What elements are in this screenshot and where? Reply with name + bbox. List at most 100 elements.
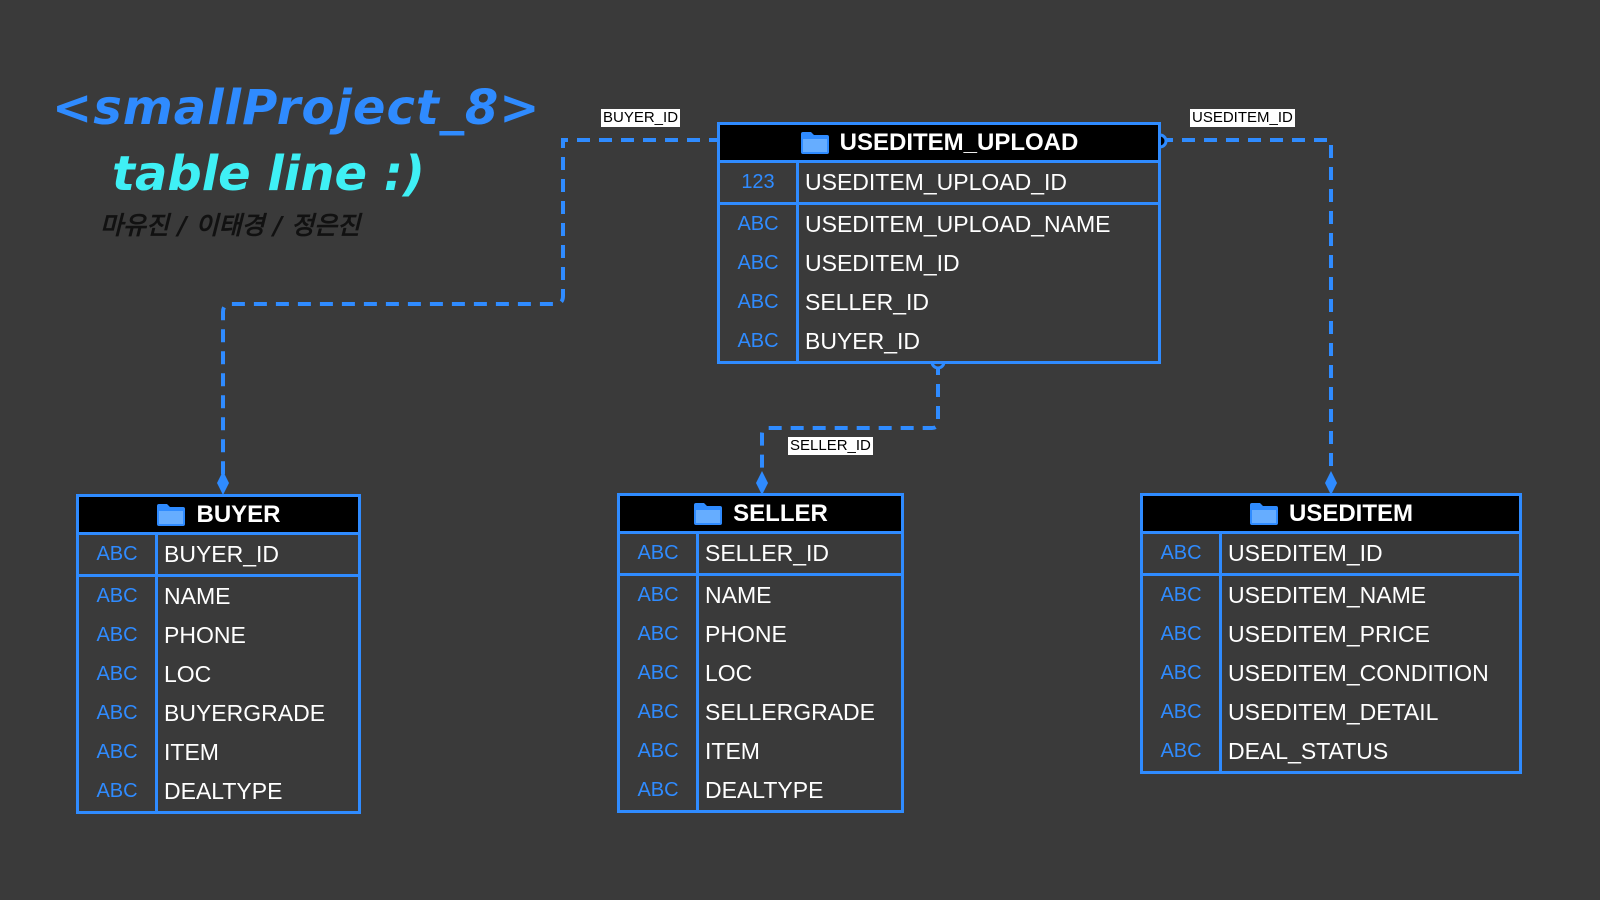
column-type: ABC <box>637 662 679 684</box>
folder-icon <box>156 503 186 527</box>
column-type: ABC <box>637 623 679 645</box>
edge-label-seller-id: SELLER_ID <box>788 437 873 455</box>
table-row[interactable]: ABC DEALTYPE <box>620 771 901 810</box>
column-name: ITEM <box>164 739 219 765</box>
column-name: USEDITEM_ID <box>1228 540 1383 566</box>
column-name: LOC <box>705 660 753 686</box>
column-divider <box>796 163 799 361</box>
column-type: ABC <box>96 585 138 607</box>
seller-relation-line <box>760 362 940 476</box>
project-subtitle: table line :) <box>112 146 425 202</box>
column-name: BUYER_ID <box>164 541 280 567</box>
table-row[interactable]: ABC USEDITEM_ID <box>720 244 1158 283</box>
column-type: ABC <box>96 624 138 646</box>
table-name: SELLER <box>733 499 828 527</box>
column-type: 123 <box>741 171 775 193</box>
column-name: SELLER_ID <box>705 540 830 566</box>
folder-icon <box>800 131 830 155</box>
column-type: ABC <box>1160 662 1202 684</box>
column-type: ABC <box>637 701 679 723</box>
column-name: USEDITEM_PRICE <box>1228 621 1430 647</box>
column-name: PHONE <box>705 621 787 647</box>
column-type: ABC <box>96 543 138 565</box>
column-name: BUYER_ID <box>805 328 921 354</box>
table-row[interactable]: ABC ITEM <box>620 732 901 771</box>
column-name: BUYERGRADE <box>164 700 326 726</box>
table-name: BUYER <box>196 500 281 528</box>
table-row[interactable]: ABC USEDITEM_UPLOAD_NAME <box>720 205 1158 244</box>
table-row[interactable]: ABC ITEM <box>79 733 358 772</box>
column-name: USEDITEM_UPLOAD_ID <box>805 169 1068 195</box>
table-name: USEDITEM <box>1288 499 1413 527</box>
table-header[interactable]: SELLER <box>620 496 901 534</box>
table-name: USEDITEM_UPLOAD <box>839 128 1079 156</box>
useditem-relation-line <box>1160 138 1333 476</box>
folder-icon <box>693 502 723 526</box>
column-name: USEDITEM_NAME <box>1228 582 1427 608</box>
column-name: LOC <box>164 661 212 687</box>
table-row[interactable]: ABC SELLER_ID <box>620 534 901 576</box>
column-type: ABC <box>737 213 779 235</box>
table-header[interactable]: USEDITEM_UPLOAD <box>720 125 1158 163</box>
project-title: <smallProject_8> <box>52 80 541 136</box>
column-name: SELLER_ID <box>805 289 930 315</box>
table-row[interactable]: ABC LOC <box>620 654 901 693</box>
column-type: ABC <box>637 740 679 762</box>
column-divider <box>1219 534 1222 771</box>
table-row[interactable]: 123 USEDITEM_UPLOAD_ID <box>720 163 1158 205</box>
column-type: ABC <box>1160 740 1202 762</box>
column-divider <box>155 535 158 811</box>
column-name: USEDITEM_DETAIL <box>1228 699 1439 725</box>
column-type: ABC <box>737 252 779 274</box>
column-type: ABC <box>1160 542 1202 564</box>
column-name: NAME <box>705 582 772 608</box>
table-row[interactable]: ABC NAME <box>620 576 901 615</box>
column-type: ABC <box>1160 623 1202 645</box>
column-name: NAME <box>164 583 231 609</box>
column-name: DEALTYPE <box>705 777 824 803</box>
table-row[interactable]: ABC DEALTYPE <box>79 772 358 811</box>
table-row[interactable]: ABC PHONE <box>620 615 901 654</box>
column-name: SELLERGRADE <box>705 699 876 725</box>
table-row[interactable]: ABC USEDITEM_PRICE <box>1143 615 1519 654</box>
column-type: ABC <box>96 702 138 724</box>
column-type: ABC <box>737 330 779 352</box>
seller-relation-end <box>756 471 768 495</box>
column-type: ABC <box>96 780 138 802</box>
column-name: USEDITEM_UPLOAD_NAME <box>805 211 1111 237</box>
table-row[interactable]: ABC LOC <box>79 655 358 694</box>
column-name: ITEM <box>705 738 760 764</box>
table-row[interactable]: ABC USEDITEM_CONDITION <box>1143 654 1519 693</box>
useditem-relation-end <box>1325 471 1337 495</box>
table-row[interactable]: ABC USEDITEM_ID <box>1143 534 1519 576</box>
table-header[interactable]: USEDITEM <box>1143 496 1519 534</box>
table-header[interactable]: BUYER <box>79 497 358 535</box>
table-row[interactable]: ABC PHONE <box>79 616 358 655</box>
column-type: ABC <box>96 663 138 685</box>
folder-icon <box>1249 502 1279 526</box>
column-type: ABC <box>96 741 138 763</box>
column-name: USEDITEM_ID <box>805 250 960 276</box>
table-row[interactable]: ABC SELLERGRADE <box>620 693 901 732</box>
table-row[interactable]: ABC BUYER_ID <box>79 535 358 577</box>
column-type: ABC <box>637 779 679 801</box>
table-row[interactable]: ABC BUYERGRADE <box>79 694 358 733</box>
column-name: USEDITEM_CONDITION <box>1228 660 1489 686</box>
edge-label-buyer-id: BUYER_ID <box>601 109 681 127</box>
column-type: ABC <box>637 542 679 564</box>
buyer-relation-end <box>217 471 229 495</box>
column-name: DEALTYPE <box>164 778 283 804</box>
table-row[interactable]: ABC NAME <box>79 577 358 616</box>
column-divider <box>696 534 699 810</box>
column-name: PHONE <box>164 622 246 648</box>
table-useditem-upload[interactable]: USEDITEM_UPLOAD 123 USEDITEM_UPLOAD_ID ABC U… <box>717 122 1161 364</box>
table-row[interactable]: ABC BUYER_ID <box>720 322 1158 361</box>
column-type: ABC <box>637 584 679 606</box>
